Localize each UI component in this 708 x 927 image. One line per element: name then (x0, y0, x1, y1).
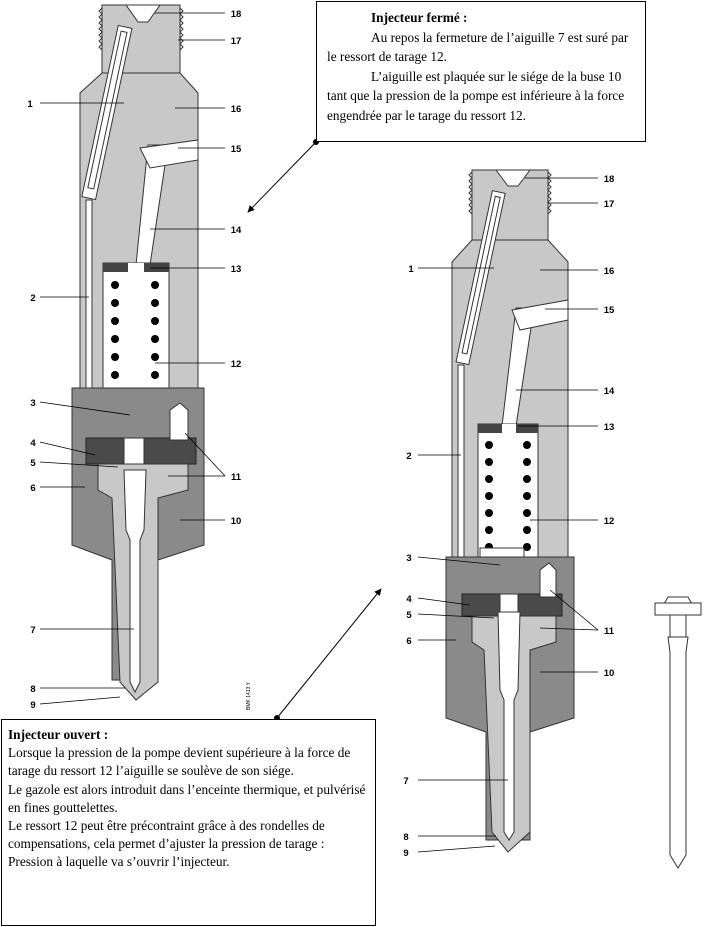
closed-injector-paragraph-2: L’aiguille est plaquée sur le siége de l… (327, 68, 625, 123)
right-label-7: 7 (403, 776, 408, 787)
right-label-18: 18 (604, 174, 615, 185)
filter-rod-core (461, 195, 501, 355)
right-label-3: 3 (406, 553, 411, 564)
open-injector-title: Injecteur ouvert : (8, 727, 109, 742)
left-label-15: 15 (231, 144, 242, 155)
right-label-12: 12 (604, 516, 615, 527)
injector-closed: 1 2 3 4 5 6 7 8 9 10 11 12 13 14 15 16 1… (27, 4, 252, 711)
right-label-13: 13 (604, 422, 615, 433)
left-label-4: 4 (30, 438, 36, 449)
closed-injector-textbox: Injecteur fermé : Au repos la fermeture … (316, 1, 646, 142)
right-label-10: 10 (604, 668, 615, 679)
left-label-9: 9 (30, 700, 35, 711)
spring-seat-gap (128, 263, 144, 272)
arrow-to-right-injector (276, 588, 382, 719)
thread-teeth-right (179, 7, 184, 51)
thread-teeth-left (98, 7, 103, 51)
left-label-18: 18 (231, 9, 242, 20)
left-label-2: 2 (30, 293, 35, 304)
left-label-13: 13 (231, 264, 242, 275)
closed-injector-paragraph-1: Au repos la fermeture de l’aiguille 7 es… (327, 29, 629, 65)
right-label-16: 16 (604, 266, 615, 277)
needle-shaft (667, 636, 689, 869)
right-label-11: 11 (604, 626, 615, 637)
needle (123, 469, 147, 694)
needle-neck (669, 614, 687, 638)
leader-lines (417, 177, 599, 853)
left-label-7: 7 (30, 625, 35, 636)
right-label-8: 8 (403, 832, 408, 843)
left-label-10: 10 (231, 516, 242, 527)
left-label-14: 14 (231, 225, 242, 236)
left-label-3: 3 (30, 398, 35, 409)
dowel-pin-upper (539, 562, 557, 598)
right-label-5: 5 (406, 610, 412, 621)
connector-arrows (247, 139, 382, 721)
side-port (139, 139, 199, 169)
left-label-1: 1 (27, 99, 33, 110)
side-port (511, 299, 569, 331)
right-label-2: 2 (406, 451, 411, 462)
right-label-9: 9 (403, 848, 408, 859)
left-label-17: 17 (231, 36, 242, 47)
left-label-5: 5 (30, 458, 36, 469)
left-label-8: 8 (30, 684, 35, 695)
dowel-pin-upper (169, 402, 189, 441)
left-label-6: 6 (30, 483, 35, 494)
left-label-16: 16 (231, 104, 242, 115)
left-label-11: 11 (231, 472, 242, 483)
leader-lines (39, 12, 226, 705)
arrow-to-left-injector (247, 141, 317, 213)
closed-injector-title: Injecteur fermé : (371, 10, 468, 25)
right-label-1: 1 (408, 264, 414, 275)
disk-bore (123, 437, 145, 465)
thread-teeth-left (468, 171, 473, 215)
thread-teeth-right (547, 171, 552, 215)
needle (497, 611, 521, 841)
right-label-4: 4 (406, 594, 412, 605)
open-injector-paragraph-3: Le ressort 12 peut être précontraint grâ… (8, 818, 325, 870)
right-label-17: 17 (604, 199, 615, 210)
needle-detail (654, 596, 702, 869)
open-injector-textbox: Injecteur ouvert : Lorsque la pression d… (1, 719, 376, 926)
filter-rod-core (87, 30, 128, 190)
open-injector-paragraph-2: Le gazole est alors introduit dans l’enc… (8, 781, 366, 815)
needle-collar (654, 602, 702, 616)
right-label-6: 6 (406, 636, 411, 647)
right-label-14: 14 (604, 386, 615, 397)
injector-open: 1 2 3 4 5 6 7 8 9 10 11 12 13 14 15 16 1… (403, 169, 615, 859)
left-label-12: 12 (231, 359, 242, 370)
spring-seat-gap (502, 424, 516, 433)
right-label-15: 15 (604, 305, 615, 316)
figure-code: BMK 1413 Y (246, 681, 252, 710)
inlet-cone (495, 169, 531, 187)
nozzle-body (97, 463, 189, 701)
open-injector-paragraph-1: Lorsque la pression de la pompe devient … (8, 745, 351, 779)
inlet-cone (125, 4, 161, 23)
